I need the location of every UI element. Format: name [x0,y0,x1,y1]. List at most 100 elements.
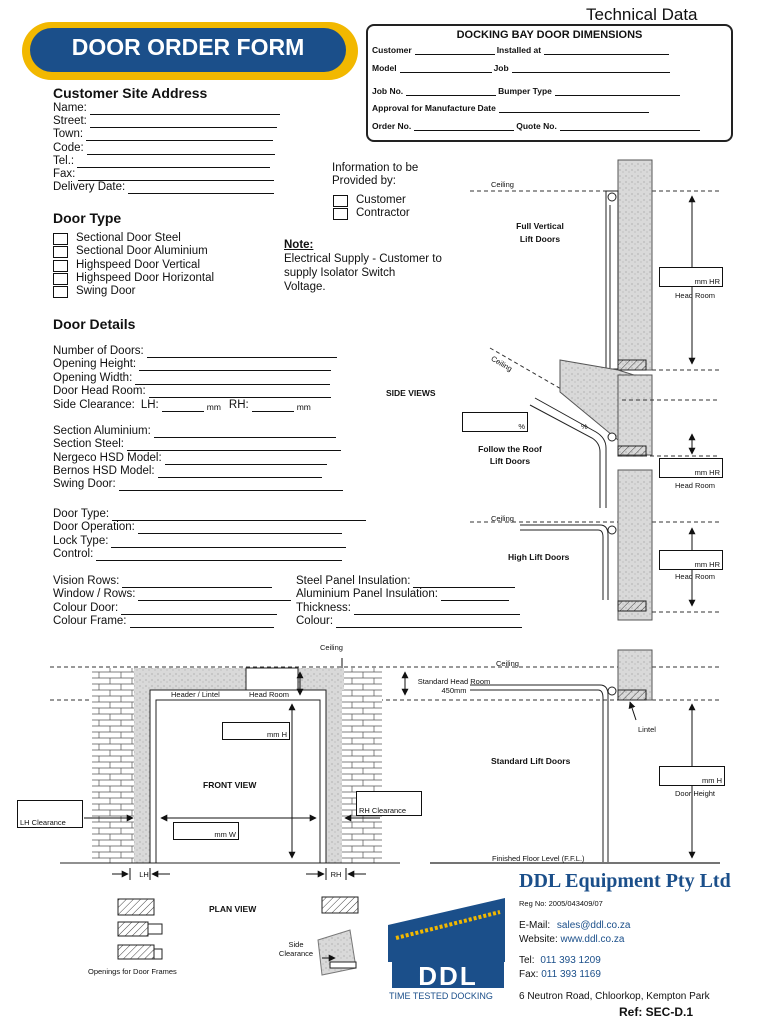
detail-g4-right-field[interactable] [336,618,523,628]
full-vertical-side-view [470,159,720,371]
side-clearance-rh-unit: mm [296,402,311,412]
detail-g4-left-field[interactable] [121,605,278,615]
site-fax-field[interactable] [78,171,275,181]
detail-g4-left-field[interactable] [122,578,273,588]
dimensions-label-left: Order No. [372,121,412,131]
dimensions-field-left[interactable] [406,86,497,96]
detail-g2-field[interactable] [157,468,322,478]
detail-g4-right-field[interactable] [440,591,509,602]
site-name-field[interactable] [89,105,280,115]
door-type-checkbox[interactable] [53,286,68,299]
detail-g1-row: Opening Width: [53,372,331,385]
dimensions-field-right[interactable] [554,86,680,96]
detail-g1-field[interactable] [148,388,331,398]
detail-g3-label: Lock Type: [53,534,109,547]
dimensions-label-right: Date [477,103,496,113]
door-type-checkbox[interactable] [53,246,68,259]
note-line-2: supply Isolator Switch [284,267,396,279]
detail-g4-left-row: Colour Door: [53,602,278,615]
detail-g2-field[interactable] [164,455,327,465]
standard-lift-label: Standard Lift Doors [491,756,571,766]
dimensions-label-left: Customer [372,45,412,55]
note-title: Note: [284,239,314,251]
note-line-3: Voltage. [284,281,326,293]
detail-g4-right-label: Colour: [296,614,334,627]
high-lift-headroom-field[interactable]: mm HR [659,550,723,570]
detail-g4-right-field[interactable] [353,605,520,615]
dimensions-label-right: Quote No. [516,121,557,131]
detail-g4-left-field[interactable] [129,618,274,628]
site-tel-field[interactable] [77,158,271,168]
detail-g1-field[interactable] [139,361,332,372]
site-street-field[interactable] [89,118,277,129]
follow-roof-headroom-field[interactable]: mm HR [659,458,723,478]
detail-g1-field[interactable] [146,348,337,358]
detail-g2-field[interactable] [118,481,343,492]
detail-g2-row: Swing Door: [53,478,343,492]
detail-g2-field[interactable] [126,441,341,452]
reference-code: Ref: SEC-D.1 [619,1005,694,1019]
detail-g2-field[interactable] [153,428,336,438]
door-type-option-label: Highspeed Door Vertical [76,258,201,271]
customer-checkbox[interactable] [333,195,348,207]
site-fax-label: Fax: [53,168,76,180]
detail-g4-left-row: Vision Rows: [53,575,273,588]
detail-g3-row: Lock Type: [53,534,347,548]
side-clearance-rh-field[interactable] [251,402,294,412]
detail-g4-right-row: Colour: [296,614,523,628]
roof-angle-field[interactable]: % [462,412,528,432]
site-code-row: Code: [53,142,275,155]
door-type-checkbox[interactable] [53,272,68,285]
full-vertical-label-2: Lift Doors [519,234,561,244]
header-lintel-label: Header / Lintel [171,690,220,699]
front-height-field[interactable]: mm H [222,722,290,740]
detail-g3-field[interactable] [96,551,343,561]
site-deliverydate-row: Delivery Date: [53,181,275,195]
detail-g1-field[interactable] [135,375,331,385]
site-town-field[interactable] [86,131,274,142]
dimensions-field-right[interactable] [498,103,649,113]
detail-g4-left-field[interactable] [138,591,292,602]
site-code-label: Code: [53,141,84,154]
detail-g2-label: Section Aluminium: [53,425,151,437]
dimensions-field-left[interactable] [414,121,515,131]
info-label-2: Provided by: [332,175,396,187]
detail-g2-label: Bernos HSD Model: [53,464,155,477]
detail-g3-row: Door Type: [53,508,367,521]
side-views-label: SIDE VIEWS [386,388,436,398]
dimensions-field-right[interactable] [559,121,700,131]
detail-g3-field[interactable] [112,511,367,521]
site-fax-row: Fax: [53,168,275,181]
detail-g3-field[interactable] [111,538,347,548]
contractor-checkbox[interactable] [333,208,348,220]
side-clearance-lh-field[interactable] [161,402,204,412]
ceiling-label-4: Ceiling [496,659,519,668]
standard-lift-height-field[interactable]: mm H [659,766,725,786]
fax-value: 011 393 1169 [541,969,601,980]
dimensions-field-right[interactable] [544,45,670,55]
rh-clearance-field[interactable]: RH Clearance [356,791,422,816]
detail-g1-row: Opening Height: [53,358,332,372]
site-deliverydate-field[interactable] [128,184,275,195]
dimensions-field-left[interactable] [399,63,492,73]
door-type-checkbox[interactable] [53,233,68,245]
dimensions-field-right[interactable] [511,63,670,73]
door-type-checkbox[interactable] [53,259,68,272]
website-link[interactable]: www.ddl.co.za [560,934,625,945]
full-vertical-headroom-field[interactable]: mm HR [659,267,723,287]
lh-clearance-field[interactable]: LH Clearance [17,800,83,828]
detail-g4-right-field[interactable] [413,578,516,588]
dimensions-field-left[interactable] [414,45,495,55]
email-link[interactable]: sales@ddl.co.za [556,920,631,931]
customer-option-label: Customer [356,194,406,206]
detail-g4-left-label: Colour Frame: [53,614,127,627]
detail-g3-field[interactable] [137,524,342,535]
follow-roof-label-2: Lift Doors [489,456,531,466]
detail-g3-row: Door Operation: [53,521,342,535]
ffl-label: Finished Floor Level (F.F.L.) [492,854,585,863]
detail-g4-left-row: Colour Frame: [53,615,274,628]
front-width-field[interactable]: mm W [173,822,239,840]
site-code-field[interactable] [86,145,275,155]
